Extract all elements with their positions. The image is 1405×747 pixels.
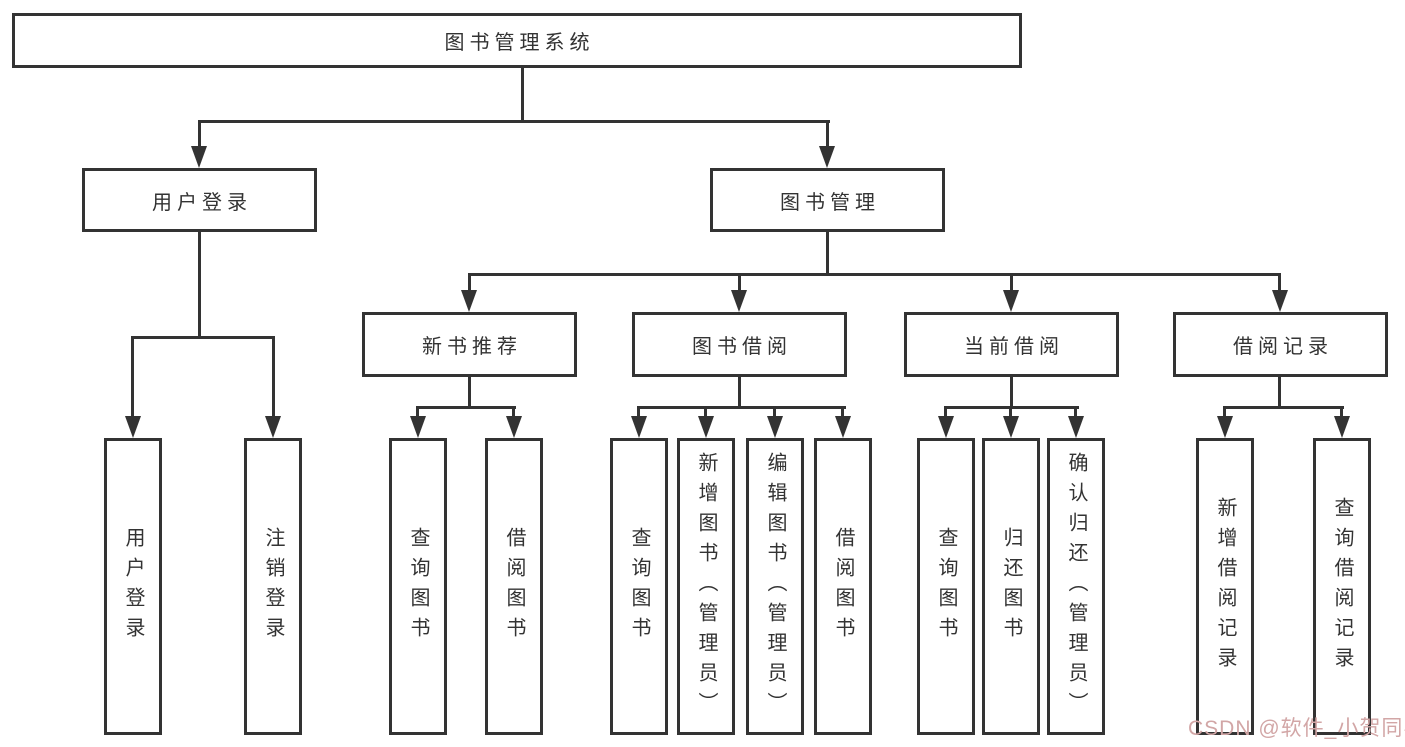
arrow-down-icon [1334,416,1350,438]
arrow-down-icon [938,416,954,438]
node-leaf-recommend-borrow-books: 借阅图书 [485,438,543,735]
arrow-down-icon [835,416,851,438]
connector-stem-level3 [1010,273,1013,293]
node-book-borrow: 图书借阅 [632,312,847,377]
node-leaf-add-books-admin-label: 新增图书（管理员） [695,451,717,722]
node-leaf-recommend-query-books-label: 查询图书 [407,526,429,647]
node-root: 图书管理系统 [12,13,1022,68]
connector-stem-leaf [1009,406,1012,422]
connector-stem-user-login [198,120,201,152]
connector-login-bus [132,336,275,339]
connector-records-stub [1278,375,1281,408]
arrow-down-icon [698,416,714,438]
connector-stem-level3 [1278,273,1281,293]
node-new-book-recommend-label: 新书推荐 [422,336,522,358]
node-book-borrow-label: 图书借阅 [692,336,792,358]
node-leaf-current-query-books-label: 查询图书 [935,526,957,647]
connector-stem-leaf [944,406,947,422]
node-user-login: 用户登录 [82,168,317,232]
arrow-down-icon [461,290,477,312]
arrow-down-icon [731,290,747,312]
connector-level3-bus [468,273,1281,276]
node-leaf-return-books: 归还图书 [982,438,1040,735]
node-user-login-label: 用户登录 [152,191,252,214]
arrow-down-icon [506,416,522,438]
node-leaf-add-borrow-record-label: 新增借阅记录 [1214,496,1236,677]
arrow-down-icon [1272,290,1288,312]
arrow-down-icon [410,416,426,438]
node-leaf-query-borrow-record-label: 查询借阅记录 [1331,496,1353,677]
arrow-down-icon [265,416,281,438]
node-book-management-label: 图书管理 [780,191,880,214]
connector-stem-leaf [272,336,275,422]
node-borrow-records: 借阅记录 [1173,312,1388,377]
arrow-down-icon [191,146,207,168]
node-leaf-query-borrow-record: 查询借阅记录 [1313,438,1371,735]
arrow-down-icon [1068,416,1084,438]
csdn-watermark: CSDN @软件_小贺同学 [1188,717,1405,740]
node-leaf-current-query-books: 查询图书 [917,438,975,735]
connector-current-stub [1010,375,1013,408]
node-leaf-recommend-borrow-books-label: 借阅图书 [503,526,525,647]
node-new-book-recommend: 新书推荐 [362,312,577,377]
connector-stem-leaf [1074,406,1077,422]
node-borrow-records-label: 借阅记录 [1233,336,1333,358]
node-book-management: 图书管理 [710,168,945,232]
arrow-down-icon [1217,416,1233,438]
node-leaf-logout-label: 注销登录 [262,526,284,647]
connector-stem-leaf [416,406,419,422]
connector-stem-book-management [826,120,829,152]
connector-borrow-stub [738,375,741,408]
node-leaf-edit-books-admin: 编辑图书（管理员） [746,438,804,735]
connector-stem-leaf [1223,406,1226,422]
node-leaf-confirm-return-admin-label: 确认归还（管理员） [1065,451,1087,722]
node-leaf-user-login-label: 用户登录 [122,526,144,647]
arrow-down-icon [125,416,141,438]
arrow-down-icon [631,416,647,438]
connector-stem-leaf [773,406,776,422]
connector-stem-leaf [131,336,134,422]
node-leaf-return-books-label: 归还图书 [1000,526,1022,647]
arrow-down-icon [819,146,835,168]
arrow-down-icon [1003,290,1019,312]
connector-stem-level3 [738,273,741,293]
node-root-label: 图书管理系统 [444,32,595,54]
node-leaf-recommend-query-books: 查询图书 [389,438,447,735]
node-leaf-borrow-query-books-label: 查询图书 [628,526,650,647]
node-leaf-add-borrow-record: 新增借阅记录 [1196,438,1254,735]
connector-stem-leaf [841,406,844,422]
connector-stem-level3 [468,273,471,293]
arrow-down-icon [767,416,783,438]
node-leaf-add-books-admin: 新增图书（管理员） [677,438,735,735]
node-leaf-borrow-query-books: 查询图书 [610,438,668,735]
connector-book-management-stub [826,230,829,276]
connector-stem-leaf [637,406,640,422]
connector-recommend-bus [416,406,516,409]
connector-recommend-stub [468,375,471,408]
node-current-borrow-label: 当前借阅 [964,336,1064,358]
connector-stem-leaf [512,406,515,422]
node-leaf-confirm-return-admin: 确认归还（管理员） [1047,438,1105,735]
connector-stem-leaf [1340,406,1343,422]
node-leaf-borrow-books-label: 借阅图书 [832,526,854,647]
node-current-borrow: 当前借阅 [904,312,1119,377]
node-leaf-borrow-books: 借阅图书 [814,438,872,735]
connector-user-login-stub [198,230,201,338]
node-leaf-edit-books-admin-label: 编辑图书（管理员） [764,451,786,722]
connector-stem-leaf [704,406,707,422]
connector-records-bus [1223,406,1344,409]
node-leaf-user-login: 用户登录 [104,438,162,735]
connector-level2-bus [198,120,830,123]
connector-borrow-bus [637,406,846,409]
node-leaf-logout: 注销登录 [244,438,302,735]
connector-root-trunk [521,66,524,122]
arrow-down-icon [1003,416,1019,438]
